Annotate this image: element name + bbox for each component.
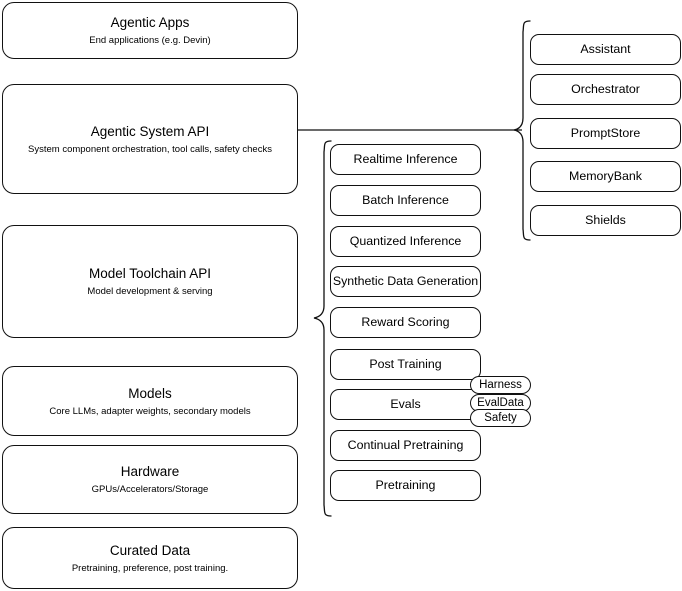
component-chip-quantized-inference[interactable]: Quantized Inference — [330, 226, 481, 257]
layer-title: Model Toolchain API — [88, 266, 212, 281]
layer-subtitle: System component orchestration, tool cal… — [28, 143, 272, 155]
component-chip-reward-scoring[interactable]: Reward Scoring — [330, 307, 481, 338]
component-chip-post-training[interactable]: Post Training — [330, 349, 481, 380]
component-chip-memorybank[interactable]: MemoryBank — [530, 161, 681, 192]
layer-title: Agentic System API — [90, 123, 210, 139]
component-chip-batch-inference[interactable]: Batch Inference — [330, 185, 481, 216]
component-chip-realtime-inference[interactable]: Realtime Inference — [330, 144, 481, 175]
layer-subtitle: Pretraining, preference, post training. — [71, 562, 229, 574]
layer-subtitle: Model development & serving — [87, 286, 213, 297]
component-chip-pretraining[interactable]: Pretraining — [330, 470, 481, 501]
layer-card-curated-data[interactable]: Curated Data Pretraining, preference, po… — [2, 527, 298, 589]
component-chip-synthetic-data-generation[interactable]: Synthetic Data Generation — [330, 266, 481, 297]
layer-card-agentic-apps[interactable]: Agentic Apps End applications (e.g. Devi… — [2, 2, 298, 59]
evals-subcomponent-safety[interactable]: Safety — [470, 409, 531, 427]
layer-card-model-toolchain-api[interactable]: Model Toolchain API Model development & … — [2, 225, 298, 338]
layer-subtitle: Core LLMs, adapter weights, secondary mo… — [49, 405, 251, 417]
component-chip-promptstore[interactable]: PromptStore — [530, 118, 681, 149]
layer-card-models[interactable]: Models Core LLMs, adapter weights, secon… — [2, 366, 298, 436]
component-chip-orchestrator[interactable]: Orchestrator — [530, 74, 681, 105]
layer-subtitle: End applications (e.g. Devin) — [89, 35, 211, 46]
evals-subcomponent-harness[interactable]: Harness — [470, 376, 531, 394]
layer-title: Agentic Apps — [110, 15, 190, 30]
connector-system-api-to-components — [298, 122, 528, 138]
layer-card-hardware[interactable]: Hardware GPUs/Accelerators/Storage — [2, 445, 298, 514]
layer-title: Models — [128, 385, 172, 401]
layer-title: Hardware — [120, 464, 180, 479]
component-chip-assistant[interactable]: Assistant — [530, 34, 681, 65]
component-chip-continual-pretraining[interactable]: Continual Pretraining — [330, 430, 481, 461]
component-chip-evals[interactable]: Evals — [330, 389, 481, 420]
layer-card-agentic-system-api[interactable]: Agentic System API System component orch… — [2, 84, 298, 194]
component-chip-shields[interactable]: Shields — [530, 205, 681, 236]
layer-subtitle: GPUs/Accelerators/Storage — [91, 484, 209, 495]
layer-title: Curated Data — [109, 542, 191, 558]
